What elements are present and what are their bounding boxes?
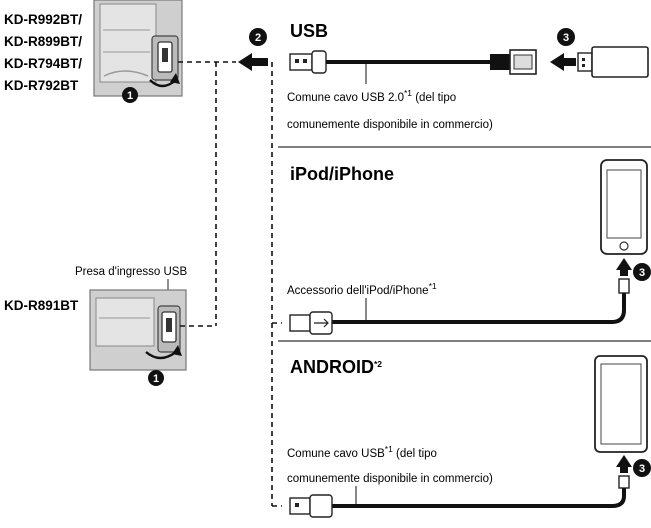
models-group-a: KD-R992BT/ KD-R899BT/ KD-R794BT/ KD-R792… — [4, 12, 82, 93]
section-title-android: ANDROID*2 — [290, 357, 382, 377]
usb-receptacle-icon — [490, 49, 537, 75]
step-3-badge: 3 — [557, 28, 575, 46]
step-1-badge: 1 — [148, 370, 164, 386]
svg-text:3: 3 — [563, 32, 569, 44]
model-label-kd-r891bt: KD-R891BT — [4, 298, 79, 313]
svg-text:3: 3 — [639, 267, 645, 279]
section-title-ipod: iPod/iPhone — [290, 164, 394, 184]
model-label: KD-R992BT/ — [4, 12, 82, 27]
svg-text:1: 1 — [127, 90, 133, 102]
usb-plug-icon — [289, 311, 333, 335]
usb-cable-note-line2: comunemente disponibile in commercio) — [287, 119, 493, 131]
ipod-cable-note: Accessorio dell'iPod/iPhone*1 — [287, 281, 437, 297]
head-unit-bottom — [89, 289, 187, 371]
svg-text:2: 2 — [255, 32, 261, 44]
section-title-usb: USB — [290, 21, 328, 41]
lightning-connector-icon — [618, 278, 630, 294]
model-label: KD-R899BT/ — [4, 34, 82, 49]
step-2-badge: 2 — [249, 28, 267, 46]
arrow-up-icon — [616, 455, 632, 473]
ipod-cable — [330, 293, 626, 324]
head-unit-top — [93, 0, 183, 97]
arrow-up-icon — [616, 258, 632, 276]
arrow-left-icon — [550, 53, 576, 71]
svg-text:3: 3 — [639, 463, 645, 475]
usb-flash-drive-icon — [577, 46, 649, 78]
model-label: KD-R792BT — [4, 78, 79, 93]
micro-usb-connector-icon — [618, 475, 630, 489]
usb-cable-note: Comune cavo USB 2.0*1 (del tipo — [287, 88, 456, 104]
android-cable — [330, 488, 626, 508]
iphone-device-icon — [600, 159, 648, 255]
android-cable-note-line2: comunemente disponibile in commercio) — [287, 473, 493, 485]
android-device-icon — [594, 355, 648, 453]
model-label: KD-R794BT/ — [4, 56, 82, 71]
usb-jack-label: Presa d'ingresso USB — [75, 266, 187, 278]
step-3-badge: 3 — [633, 263, 651, 281]
usb-plug-icon — [289, 494, 333, 518]
routing-lines — [178, 61, 282, 507]
svg-text:1: 1 — [153, 373, 159, 385]
android-cable-note: Comune cavo USB*1 (del tipo — [287, 444, 437, 460]
usb-plug-icon — [289, 50, 327, 74]
step-3-badge: 3 — [633, 459, 651, 477]
step-1-badge: 1 — [122, 87, 138, 103]
arrow-left-icon — [238, 53, 268, 71]
